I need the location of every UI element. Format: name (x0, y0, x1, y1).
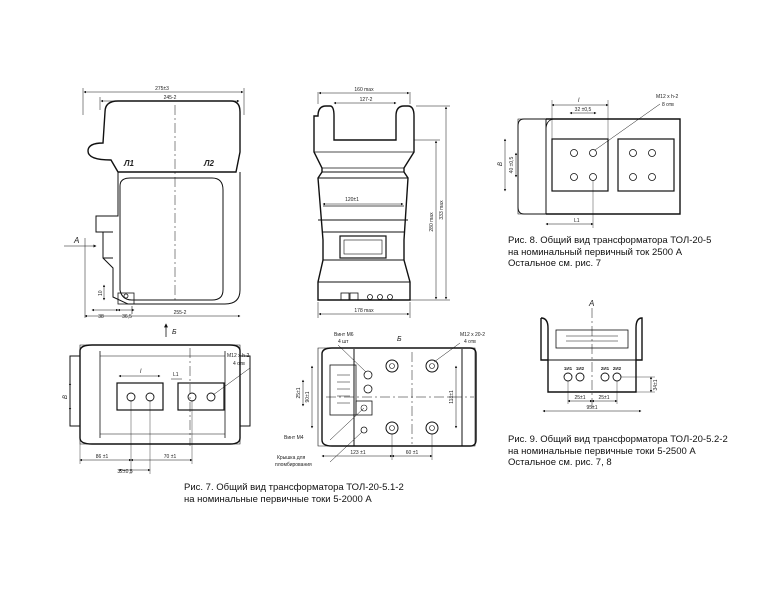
dim-275: 275±3 (155, 86, 169, 92)
figure-9-caption: Рис. 9. Общий вид трансформатора ТОЛ-20-… (508, 434, 728, 469)
fig8-dim-l: l (578, 98, 580, 104)
figure-7-caption: Рис. 7. Общий вид трансформатора ТОЛ-20-… (184, 482, 404, 505)
dim-36-5: 36,5 (122, 314, 132, 320)
dim-255: 255-2 (174, 310, 187, 316)
dim-280: 280 max (429, 212, 435, 232)
dim-160: 160 max (354, 87, 374, 93)
dim-l: l (140, 369, 142, 375)
dim-90: 90±1 (305, 391, 311, 402)
figure-9-caption-line-3: Остальное см. рис. 7, 8 (508, 457, 612, 468)
callout-plomb: пломбирования (275, 462, 312, 468)
figure-9-caption-line-1: Рис. 9. Общий вид трансформатора ТОЛ-20-… (508, 434, 728, 445)
fig8-view (503, 100, 681, 228)
dim-holes-4: 4 отв (233, 361, 245, 367)
dim-245: 245-2 (164, 95, 177, 101)
fig9-terminal-2i2: 2И2 (613, 366, 622, 371)
dim-178: 178 max (354, 308, 374, 314)
dim-38: 38 (98, 314, 104, 320)
fig9-dim-25-left: 25±1 (574, 395, 585, 401)
figure-8-caption-line-2: на номинальный первичный ток 2500 А (508, 246, 683, 258)
view-mark-b-arrow: Б (172, 329, 177, 336)
dim-b: B (63, 395, 69, 399)
fig7-top-view (68, 344, 251, 474)
fig9-dim-34: 34±1 (653, 379, 659, 390)
callout-vint-m4: Винт М4 (284, 435, 304, 441)
dim-70: 70 ±1 (164, 454, 177, 460)
dim-32: 32±0,5 (117, 469, 132, 475)
fig9-view-mark-a: А (588, 299, 594, 308)
figure-7-caption-line-1: Рис. 7. Общий вид трансформатора ТОЛ-20-… (184, 482, 404, 493)
dim-86: 86 ±1 (96, 454, 109, 460)
fig7-front-view (64, 88, 245, 337)
view-mark-a-front: А (73, 236, 79, 245)
fig9-dim-25-right: 25±1 (598, 395, 609, 401)
callout-vint-m6-qty: 4 шт (338, 339, 349, 345)
dim-m12: M12 x h-2 (227, 353, 249, 359)
dim-118: 118±1 (449, 390, 455, 404)
fig8-dim-l1: L1 (574, 218, 580, 224)
callout-m12-b: M12 x 20-2 (460, 332, 485, 338)
callout-kryshka: Крышка для (277, 455, 306, 461)
fig9-terminal-1i1: 1И1 (564, 366, 573, 371)
dim-333: 333 max (439, 200, 445, 220)
fig8-dim-m12: M12 x h-2 (656, 94, 678, 100)
dim-123: 123 ±1 (350, 450, 365, 456)
fig8-dim-b: B (498, 162, 504, 166)
figure-9-caption-line-2: на номинальные первичные токи 5-2500 А (508, 445, 696, 457)
fig8-dim-32: 32 ±0,5 (575, 107, 592, 113)
callout-holes-b: 4 отв (464, 339, 476, 345)
dim-60: 60 ±1 (406, 450, 419, 456)
terminal-mark-l2: Л2 (203, 159, 214, 168)
fig8-dim-holes-8: 8 отв (662, 102, 674, 108)
callout-vint-m6: Винт М6 (334, 332, 354, 338)
figure-8-caption-line-3: Остальное см. рис. 7 (508, 258, 602, 269)
view-mark-b: Б (397, 336, 402, 343)
fig9-dim-95: 95±1 (586, 405, 597, 411)
fig7-view-b (301, 342, 477, 463)
terminal-mark-l1: Л1 (123, 159, 134, 168)
dim-127: 127-2 (360, 97, 373, 103)
dim-120: 120±1 (345, 197, 359, 203)
dim-10: 10 (98, 290, 104, 296)
figure-7-caption-line-2: на номинальные первичные токи 5-2000 А (184, 493, 372, 505)
fig9-terminal-2i1: 2И1 (601, 366, 610, 371)
fig9-view (540, 308, 655, 413)
fig9-terminal-1i2: 1И2 (576, 366, 585, 371)
fig8-dim-40: 40 ±0,5 (509, 156, 515, 173)
dim-l1: L1 (173, 372, 179, 378)
fig7-side-view (313, 91, 450, 318)
figure-8-caption: Рис. 8. Общий вид трансформатора ТОЛ-20-… (508, 235, 711, 270)
figure-8-caption-line-1: Рис. 8. Общий вид трансформатора ТОЛ-20-… (508, 235, 712, 246)
dim-25-b: 25±1 (296, 387, 302, 398)
